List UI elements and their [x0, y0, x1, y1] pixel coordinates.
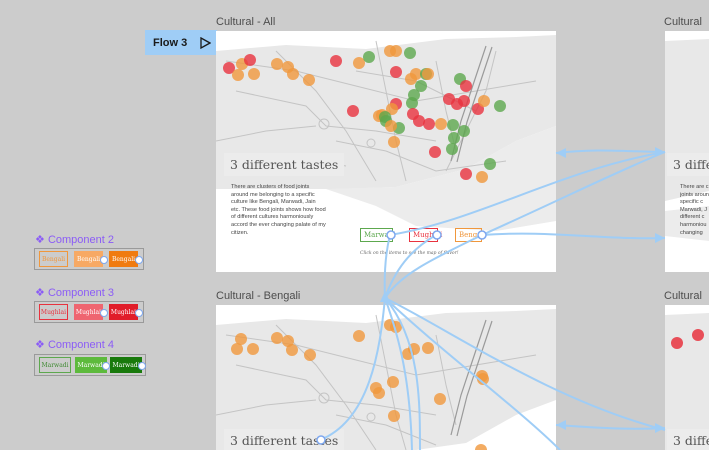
component-3-label[interactable]: ❖ Component 3	[35, 287, 114, 299]
mughlai-variant-hover[interactable]: Mughlai	[74, 304, 103, 320]
map-hint-caption: Click on the items to see the map of fla…	[360, 251, 459, 256]
marwadi-filter-chip[interactable]: Marwadi	[360, 228, 396, 242]
component-2-set[interactable]: Bengali Bengali Bengali	[34, 248, 144, 270]
bengali-variant-active[interactable]: Bengali	[109, 251, 138, 267]
connector-handle[interactable]	[138, 362, 146, 370]
component-diamond-icon: ❖	[35, 234, 45, 246]
right-section-heading-2: 3 differe	[667, 429, 709, 450]
flow-label: Flow 3	[153, 36, 188, 49]
frame-title-cultural-all[interactable]: Cultural - All	[216, 16, 276, 28]
marwadi-variant-active[interactable]: Marwadi	[110, 357, 142, 373]
component-4-label[interactable]: ❖ Component 4	[35, 339, 114, 351]
frame-cultural-right-partial-2[interactable]: 3 differe	[665, 305, 709, 450]
component-2-label[interactable]: ❖ Component 2	[35, 234, 114, 246]
right-section-body: There are c joints aroun a specific c Ma…	[680, 184, 709, 236]
component-4-set[interactable]: Marwadi Marwadi Marwadi	[34, 354, 146, 376]
frame-cultural-right-partial[interactable]: 3 differ There are c joints aroun a spec…	[665, 31, 709, 272]
section-body-text: There are clusters of food joints around…	[231, 184, 326, 236]
marwadi-variant-hover[interactable]: Marwadi	[75, 357, 107, 373]
connector-handle[interactable]	[100, 256, 108, 264]
bengali-filter-chip[interactable]: Bengali	[455, 228, 486, 242]
bengali-section-heading: 3 different tastes	[224, 429, 345, 450]
connector-handle[interactable]	[135, 309, 143, 317]
mughlai-variant-active[interactable]: Mughlai	[109, 304, 138, 320]
connector-handle[interactable]	[135, 256, 143, 264]
frame-title-cultural-bengali[interactable]: Cultural - Bengali	[216, 290, 301, 302]
frame-cultural-bengali[interactable]: 3 different tastes	[216, 305, 556, 450]
bengali-variant-default[interactable]: Bengali	[39, 251, 68, 267]
bengali-variant-hover[interactable]: Bengali	[74, 251, 103, 267]
marwadi-variant-default[interactable]: Marwadi	[39, 357, 71, 373]
mughlai-variant-default[interactable]: Mughlai	[39, 304, 68, 320]
right-section-heading: 3 differ	[667, 153, 709, 176]
section-heading: 3 different tastes	[224, 153, 345, 176]
component-diamond-icon: ❖	[35, 339, 45, 351]
frame-title-cultural-right[interactable]: Cultural	[664, 16, 702, 28]
mughlai-filter-chip[interactable]: Mughlai	[409, 228, 442, 242]
city-map-partial-2	[665, 313, 709, 450]
frame-cultural-all[interactable]: 3 different tastes There are clusters of…	[216, 31, 556, 272]
component-diamond-icon: ❖	[35, 287, 45, 299]
connector-handle[interactable]	[100, 309, 108, 317]
component-3-set[interactable]: Mughlai Mughlai Mughlai	[34, 301, 144, 323]
connector-handle[interactable]	[102, 362, 110, 370]
frame-title-cultural-right-2[interactable]: Cultural	[664, 290, 702, 302]
flow-starting-point-tag[interactable]: Flow 3	[145, 30, 217, 55]
play-triangle-icon[interactable]	[200, 37, 211, 49]
